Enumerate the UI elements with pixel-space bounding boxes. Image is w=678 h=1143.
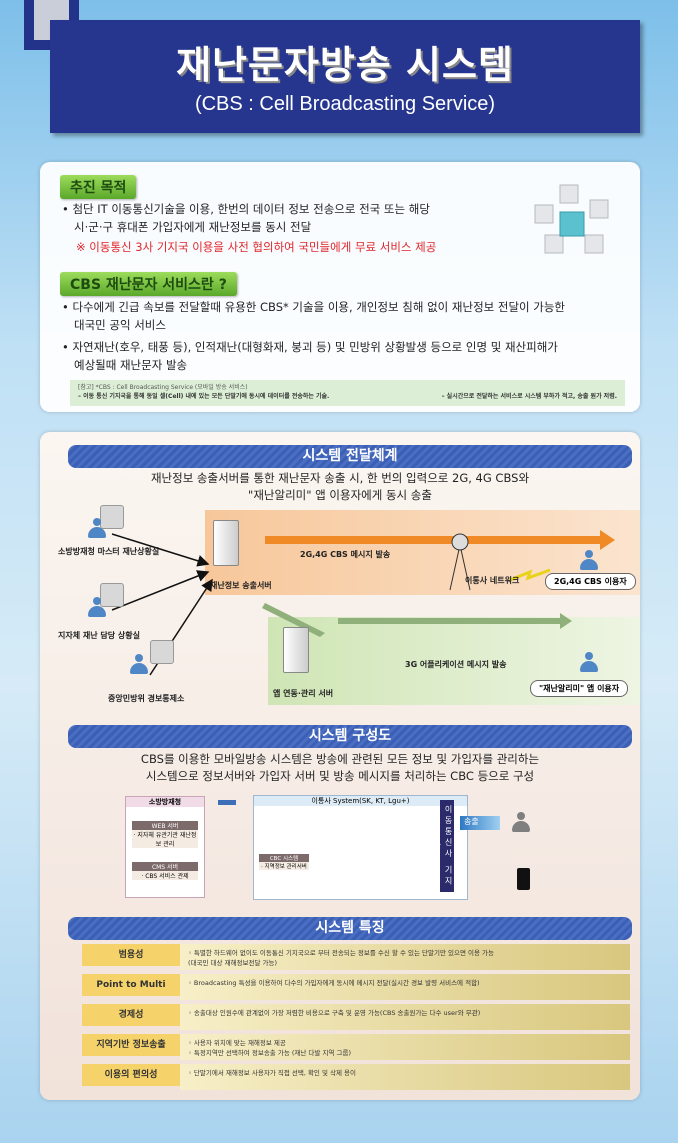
feature-label: 지역기반 정보송출 bbox=[82, 1034, 180, 1056]
user-icon bbox=[580, 652, 598, 672]
agency-label: 소방방재청 bbox=[126, 797, 204, 807]
app-user-label: "재난알리미" 앱 이용자 bbox=[530, 680, 629, 697]
send-arrow: 송출 bbox=[460, 816, 500, 830]
agency-box: 소방방재청 WEB 서버 · 지자체 유관기관 재난정보 관리 CMS 서버 ·… bbox=[125, 796, 205, 898]
features-header: 시스템 특징 bbox=[68, 917, 632, 940]
cms-server-label: CMS 서버 bbox=[132, 862, 198, 871]
composition-header: 시스템 구성도 bbox=[68, 725, 632, 748]
base-station-label: 이동통신사 기지국 bbox=[433, 800, 454, 892]
feature-line1: ◦ 단말기에서 재해정보 사용자가 직접 선택, 확인 및 삭제 용이 bbox=[188, 1069, 357, 1077]
computer-icon bbox=[100, 583, 124, 607]
user-icon bbox=[512, 812, 530, 832]
carrier-system-label: 이통사 System(SK, KT, Lgu+) bbox=[254, 796, 467, 806]
cbc-box: CBC 시스템· 지역정보 관리서버 bbox=[259, 854, 309, 870]
delivery-desc-line1: 재난정보 송출서버를 통한 재난문자 송출 시, 한 번의 입력으로 2G, 4… bbox=[150, 471, 530, 485]
network-label: 이통사 네트워크 bbox=[465, 576, 520, 585]
feature-line1: ◦ 송출대상 인원수에 관계없이 가장 저렴한 비용으로 구축 및 운영 가능(… bbox=[188, 1009, 481, 1017]
delivery-arrows bbox=[111, 530, 615, 676]
person-icon bbox=[88, 518, 106, 538]
purpose-text: • 첨단 IT 이동통신기술을 이용, 한번의 데이터 정보 전송으로 전국 또… bbox=[62, 202, 437, 254]
purpose-note: ※ 이동통신 3사 기지국 이용을 사전 협의하여 국민들에게 무료 서비스 제… bbox=[76, 240, 437, 254]
about-bullet1: 다수에게 긴급 속보를 전달할때 유용한 CBS* 기술을 이용, 개인정보 침… bbox=[72, 300, 566, 314]
app-server-icon bbox=[283, 627, 309, 673]
page-title: 재난문자방송 시스템 bbox=[176, 43, 514, 87]
reference-line2: – 실시간으로 전달하는 서비스로 시스템 부하가 적고, 송출 원가 저렴. bbox=[441, 393, 617, 400]
feature-line1: ◦ 사용자 위치에 맞는 재해정보 제공 bbox=[188, 1039, 286, 1047]
reference-line1: – 이동 통신 기지국을 통해 동일 셀(Cell) 내에 있는 모든 단말기에… bbox=[78, 393, 330, 400]
delivery-description: 재난정보 송출서버를 통한 재난문자 송출 시, 한 번의 입력으로 2G, 4… bbox=[40, 470, 640, 504]
about-text: • 다수에게 긴급 속보를 전달할때 유용한 CBS* 기술을 이용, 개인정보… bbox=[62, 298, 632, 374]
cube-network-icon bbox=[534, 184, 609, 254]
composition-description: CBS를 이용한 모바일방송 시스템은 방송에 관련된 모든 정보 및 가입자를… bbox=[40, 751, 640, 785]
feature-label: Point to Multi bbox=[82, 974, 180, 996]
source-label-1: 소방방재청 마스터 재난상황실 bbox=[58, 547, 160, 556]
web-server-desc: · 지자체 유관기관 재난정보 관리 bbox=[132, 830, 198, 848]
server-icon bbox=[213, 520, 239, 566]
purpose-line1: 첨단 IT 이동통신기술을 이용, 한번의 데이터 정보 전송으로 전국 또는 … bbox=[72, 202, 430, 216]
mobile-phone-icon bbox=[517, 868, 530, 890]
web-server-label: WEB 서버 bbox=[132, 821, 198, 830]
delivery-header: 시스템 전달체계 bbox=[68, 445, 632, 468]
app-server-label: 앱 연동·관리 서버 bbox=[273, 689, 334, 698]
computer-icon bbox=[150, 640, 174, 664]
cbc-desc: · 지역정보 관리서버 bbox=[259, 862, 309, 870]
reference-note: [참고] *CBS : Cell Broadcasting Service (모… bbox=[70, 380, 625, 406]
source-label-3: 중앙민방위 경보통제소 bbox=[108, 694, 185, 703]
flow-arrow bbox=[218, 800, 236, 805]
app-message-label: 3G 어플리케이션 메시지 발송 bbox=[405, 660, 507, 669]
purpose-tag: 추진 목적 bbox=[60, 175, 137, 199]
person-icon bbox=[88, 597, 106, 617]
source-label-2: 지자체 재난 담당 상황실 bbox=[58, 631, 140, 640]
computer-icon bbox=[100, 505, 124, 529]
feature-description: ◦ 특별한 하드웨어 없이도 이동통신 기지국으로 부터 전송되는 정보를 수신… bbox=[180, 944, 630, 970]
composition-desc-line1: CBS를 이용한 모바일방송 시스템은 방송에 관련된 모든 정보 및 가입자를… bbox=[140, 752, 540, 766]
composition-desc-line2: 시스템으로 정보서버와 가입자 서버 및 방송 메시지를 처리하는 CBC 등으… bbox=[145, 769, 535, 783]
delivery-desc-line2: "재난알리미" 앱 이용자에게 동시 송출 bbox=[248, 488, 432, 502]
cbs-message-label: 2G,4G CBS 메시지 발송 bbox=[300, 550, 391, 559]
carrier-system-box: 이통사 System(SK, KT, Lgu+) CBC 시스템· 지역정보 관… bbox=[253, 795, 468, 900]
feature-label: 범용성 bbox=[82, 944, 180, 966]
reference-title: [참고] *CBS : Cell Broadcasting Service (모… bbox=[78, 384, 248, 391]
title-banner: 재난문자방송 시스템 (CBS : Cell Broadcasting Serv… bbox=[50, 20, 640, 133]
feature-line1: ◦ 특별한 하드웨어 없이도 이동통신 기지국으로 부터 전송되는 정보를 수신… bbox=[188, 949, 494, 957]
feature-description: ◦ 사용자 위치에 맞는 재해정보 제공 ◦ 특정지역만 선택하여 정보송출 가능… bbox=[180, 1034, 630, 1060]
about-bullet2: 자연재난(호우, 태풍 등), 인적재난(대형화재, 붕괴 등) 및 민방위 상… bbox=[72, 340, 558, 354]
cbs-user-label: 2G,4G CBS 이용자 bbox=[545, 573, 636, 590]
about-tag: CBS 재난문자 서비스란 ? bbox=[60, 272, 237, 296]
person-icon bbox=[130, 654, 148, 674]
feature-label: 경제성 bbox=[82, 1004, 180, 1026]
feature-description: ◦ 송출대상 인원수에 관계없이 가장 저렴한 비용으로 구축 및 운영 가능(… bbox=[180, 1004, 630, 1030]
feature-line1: ◦ Broadcasting 특성을 이용하여 다수의 가입자에게 동시에 메시… bbox=[188, 979, 480, 987]
purpose-line2: 시·군·구 휴대폰 가입자에게 재난정보를 동시 전달 bbox=[74, 220, 312, 234]
feature-description: ◦ 단말기에서 재해정보 사용자가 직접 선택, 확인 및 삭제 용이 bbox=[180, 1064, 630, 1090]
cbc-label: CBC 시스템 bbox=[259, 854, 309, 862]
about-bullet2-cont: 예상될때 재난문자 발송 bbox=[74, 358, 188, 372]
feature-line2: (대국민 대상 재해정보전달 가능) bbox=[188, 959, 278, 967]
page-subtitle: (CBS : Cell Broadcasting Service) bbox=[194, 93, 496, 115]
server-label: 재난정보 송출서버 bbox=[210, 581, 272, 590]
user-icon bbox=[580, 550, 598, 570]
feature-line2: ◦ 특정지역만 선택하여 정보송출 가능 (재난 다발 지역 그룹) bbox=[188, 1049, 351, 1057]
about-bullet1-cont: 대국민 공익 서비스 bbox=[74, 318, 166, 332]
feature-label: 이용의 편의성 bbox=[82, 1064, 180, 1086]
feature-description: ◦ Broadcasting 특성을 이용하여 다수의 가입자에게 동시에 메시… bbox=[180, 974, 630, 1000]
cms-server-desc: · CBS 서비스 관제 bbox=[132, 871, 198, 880]
